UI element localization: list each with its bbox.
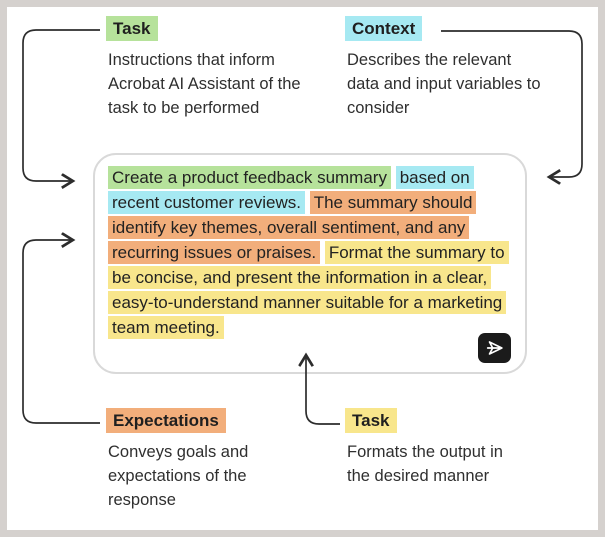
annotation-task-bottom: Task Formats the output in the desired m… [345,408,530,488]
task-bottom-description: Formats the output in the desired manner [347,443,503,486]
annotation-task-top: Task Instructions that inform Acrobat AI… [106,16,306,120]
task-top-label: Task [106,16,158,42]
context-label: Context [345,16,423,42]
task-top-description: Instructions that inform Acrobat AI Assi… [108,51,301,118]
expectations-description: Conveys goals and expectations of the re… [108,443,249,510]
send-button[interactable] [478,333,511,363]
prompt-input-box[interactable]: Create a product feedback summary based … [93,153,527,374]
annotation-context: Context Describes the relevant data and … [345,16,555,120]
send-arrow-icon [484,337,506,359]
expectations-label: Expectations [106,408,226,434]
prompt-text: Create a product feedback summary based … [108,165,517,340]
task-bottom-label: Task [345,408,397,434]
annotation-expectations: Expectations Conveys goals and expectati… [106,408,276,512]
prompt-segment-orange: The summary should identify key themes, … [108,191,477,264]
prompt-segment-green: Create a product feedback summary [108,166,391,189]
context-description: Describes the relevant data and input va… [347,51,541,118]
